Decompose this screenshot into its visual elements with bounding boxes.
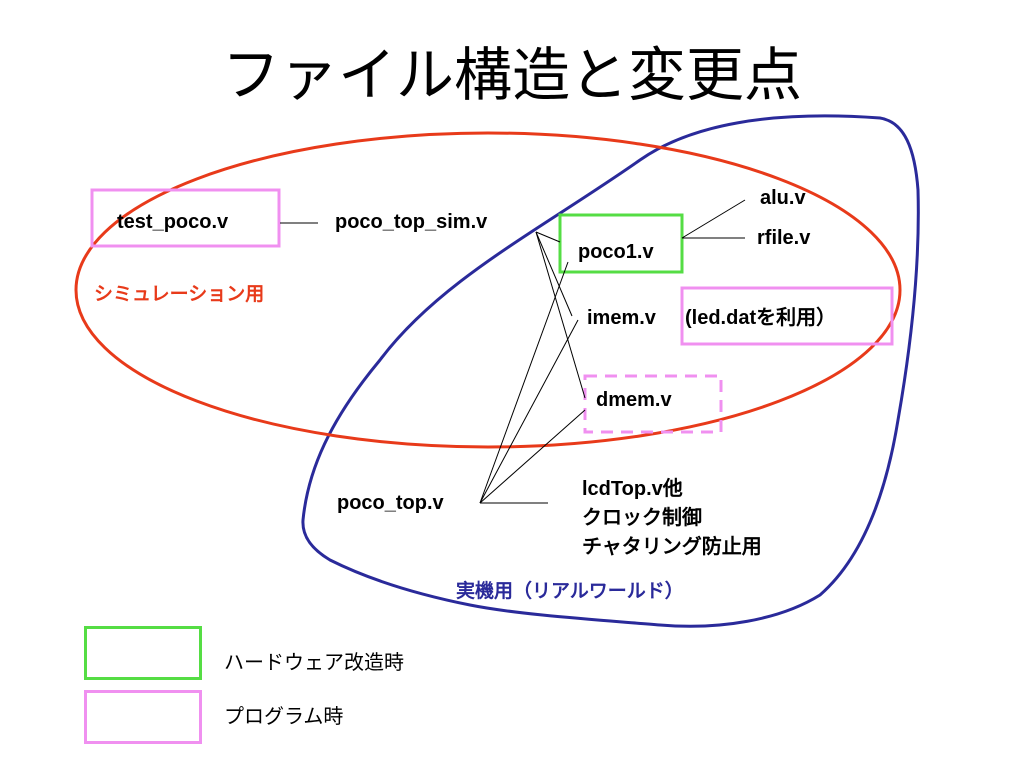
- rfile-file: rfile.v: [757, 227, 811, 249]
- legend-program-swatch: [84, 690, 202, 744]
- poco1-hardware-box: [558, 213, 684, 274]
- led-dat-note: (led.datを利用）: [685, 307, 837, 329]
- imem-file: imem.v: [587, 307, 656, 329]
- legend-program-label: プログラム時: [224, 704, 344, 728]
- line-top-to-dmem: [479, 409, 586, 504]
- poco1-file: poco1.v: [578, 241, 654, 263]
- line-sim-to-imem: [535, 231, 573, 317]
- realworld-region-outline: [301, 114, 920, 628]
- dmem-program-dashed-box: [583, 374, 723, 434]
- legend-hardware-label: ハードウェア改造時: [224, 650, 404, 674]
- test-poco-program-box: [90, 188, 281, 248]
- lcdtop-file-line1: lcdTop.v他: [582, 478, 683, 500]
- legend-hardware-swatch: [84, 626, 202, 680]
- simulation-region-label: シミュレーション用: [94, 284, 265, 305]
- led-dat-program-box: [680, 286, 894, 346]
- poco-top-file: poco_top.v: [337, 492, 444, 514]
- test-poco-file: test_poco.v: [117, 211, 229, 233]
- line-sim-to-poco1: [535, 231, 561, 243]
- connector-lines: [280, 199, 746, 504]
- line-poco1-to-alu: [681, 199, 746, 239]
- lcdtop-file-line2: クロック制御: [582, 507, 702, 529]
- line-top-to-imem: [479, 319, 579, 504]
- simulation-region-ellipse: [74, 131, 902, 449]
- poco-top-sim-file: poco_top_sim.v: [335, 211, 488, 233]
- line-sim-to-dmem: [535, 231, 586, 399]
- slide-title: ファイル構造と変更点: [221, 41, 802, 109]
- dmem-file: dmem.v: [596, 389, 672, 411]
- line-top-to-poco1: [479, 261, 569, 504]
- alu-file: alu.v: [760, 187, 806, 209]
- realworld-region-label: 実機用（リアルワールド）: [456, 581, 684, 602]
- lcdtop-file-line3: チャタリング防止用: [582, 536, 762, 558]
